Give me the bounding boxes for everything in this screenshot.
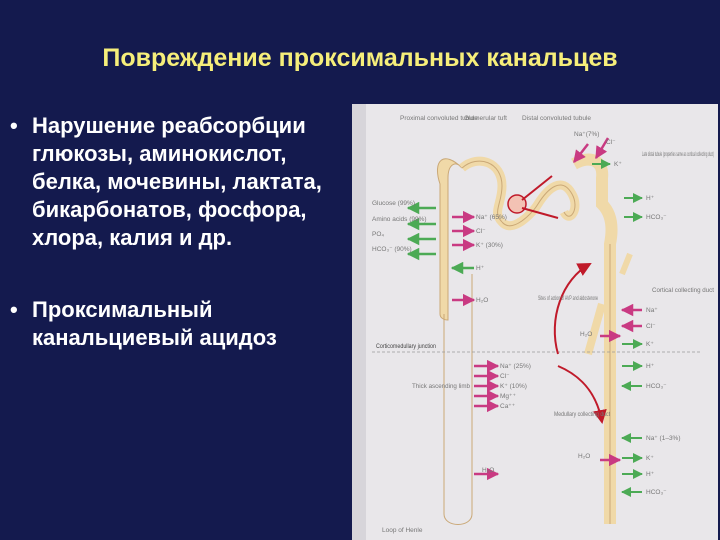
tubule [436, 153, 633, 525]
bullet-text: Проксимальный канальциевый ацидоз [32, 297, 277, 350]
label-distal-k: K⁺ [614, 161, 622, 168]
label-med-k: K⁺ [646, 455, 654, 462]
bullet-list: • Нарушение реабсорбции глюкозы, аминоки… [10, 112, 355, 352]
label-distal-na: Na⁺(7%) [574, 131, 599, 138]
label-med-na: Na⁺ (1–3%) [646, 435, 681, 442]
label-hco3: HCO₃⁻ (90%) [372, 246, 412, 253]
label-distal-h: H⁺ [646, 195, 655, 202]
cortical-arrows [592, 159, 643, 391]
action-arrows [553, 263, 607, 424]
label-prox-h: H⁺ [476, 265, 485, 272]
label-prox-na: Na⁺ (65%) [476, 214, 507, 221]
label-prox-k: K⁺ (30%) [476, 242, 503, 249]
label-med-h: H⁺ [646, 471, 655, 478]
label-cort-h: H⁺ [646, 363, 655, 370]
label-thick-k: K⁺ (10%) [500, 383, 527, 390]
label-late-distal: Late distal tubule (properties same as c… [642, 151, 714, 158]
label-cort-hco3: HCO₃⁻ [646, 383, 667, 390]
bullet-item: • Проксимальный канальциевый ацидоз [10, 296, 355, 352]
label-thick-ca: Ca⁺⁺ [500, 403, 516, 410]
distal-arrows [573, 137, 610, 163]
glomerulus [507, 194, 527, 214]
label-thick-na: Na⁺ (25%) [500, 363, 531, 370]
nephron-svg: Glucose (99%) Amino acids (99%) PO₄ HCO₃… [352, 104, 714, 540]
label-cort-k: K⁺ [646, 341, 654, 348]
label-cortical-collecting: Cortical collecting duct [652, 287, 714, 294]
bullet-marker: • [10, 297, 18, 322]
label-distal: Distal convoluted tubule [522, 115, 591, 122]
medullary-arrows [600, 433, 643, 497]
label-corticomedullary: Corticomedullary junction [376, 343, 436, 350]
label-medullary-collecting: Medullary collecting duct [554, 411, 610, 418]
label-cort-h2o: H₂O [580, 331, 592, 338]
label-glomerular: Glomerular tuft [464, 115, 507, 122]
label-thick-ascending: Thick ascending limb [412, 383, 470, 390]
proximal-arrows [450, 210, 476, 307]
bullet-marker: • [10, 113, 18, 138]
left-arrows [406, 201, 436, 261]
label-prox-h2o: H₂O [476, 297, 488, 304]
label-sites-of-action: Sites of action of AVP and aldosterone [538, 295, 598, 302]
nephron-diagram: Glucose (99%) Amino acids (99%) PO₄ HCO₃… [352, 104, 718, 540]
slide-title: Повреждение проксимальных канальцев [102, 44, 618, 72]
label-med-h2o: H₂O [578, 453, 590, 460]
label-med-hco3: HCO₃⁻ [646, 489, 667, 496]
label-distal-hco3: HCO₃⁻ [646, 214, 667, 221]
label-prox-cl: Cl⁻ [476, 228, 486, 235]
label-cort-cl: Cl⁻ [646, 323, 656, 330]
label-distal-cl: Cl⁻ [606, 139, 616, 146]
label-thick-cl: Cl⁻ [500, 373, 510, 380]
label-glucose: Glucose (99%) [372, 200, 415, 207]
label-cort-na: Na⁺ [646, 307, 658, 314]
label-desc-h2o: H₂O [482, 467, 494, 474]
bullet-item: • Нарушение реабсорбции глюкозы, аминоки… [10, 112, 355, 252]
label-amino-acids: Amino acids (99%) [372, 216, 427, 223]
label-loop-of-henle: Loop of Henle [382, 527, 423, 534]
bullet-text: Нарушение реабсорбции глюкозы, аминокисл… [32, 113, 322, 250]
label-thick-mg: Mg⁺⁺ [500, 393, 516, 400]
thick-ascending-arrows [474, 359, 500, 413]
label-po4: PO₄ [372, 231, 384, 238]
label-proximal: Proximal convoluted tubule [400, 115, 478, 122]
